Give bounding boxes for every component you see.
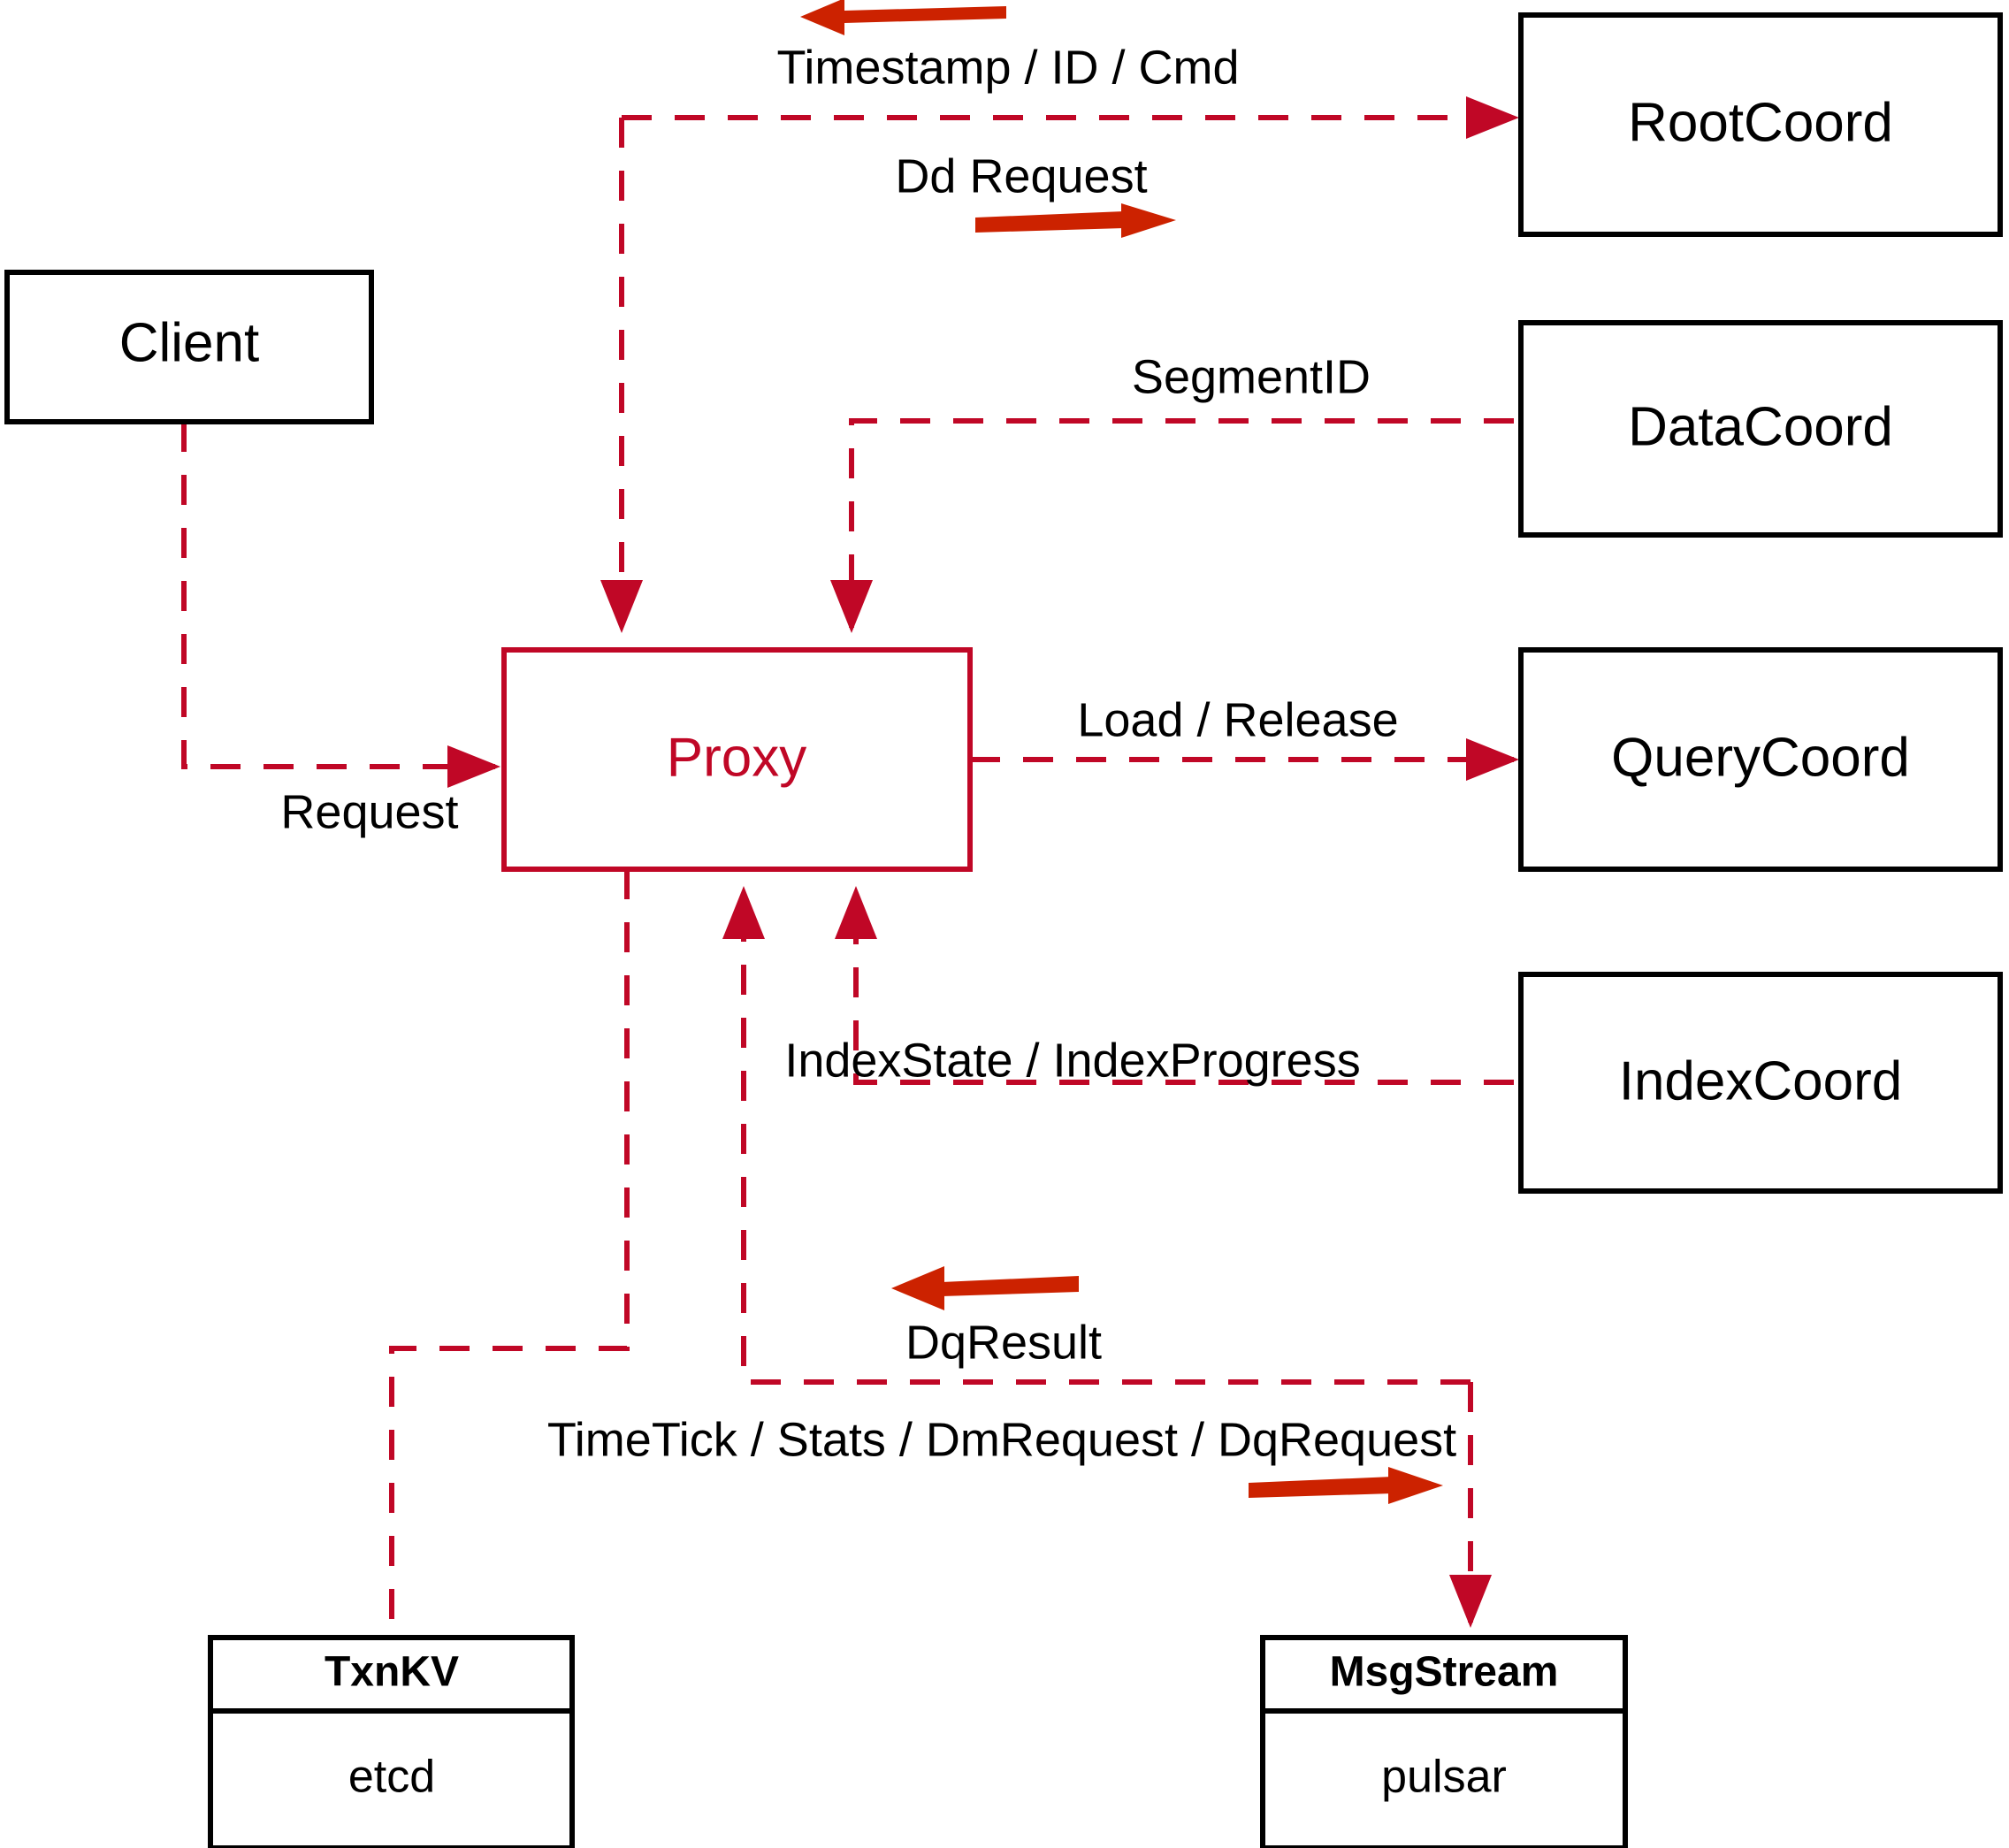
node-query-coord-label: QueryCoord xyxy=(1611,727,1910,788)
node-query-coord[interactable]: QueryCoord xyxy=(1518,647,2003,872)
edge-client-route xyxy=(181,422,500,788)
node-proxy[interactable]: Proxy xyxy=(501,647,973,872)
node-msgstream-sublabel: pulsar xyxy=(1381,1752,1507,1803)
node-txnkv-sublabel: etcd xyxy=(348,1752,435,1803)
edge-label-dq-result: DqResult xyxy=(905,1316,1102,1369)
edge-index-coord-route xyxy=(835,886,1514,1085)
flow-arrow-timetick xyxy=(1249,1467,1443,1504)
edge-label-timetick-stats: TimeTick / Stats / DmRequest / DqRequest xyxy=(547,1413,1456,1466)
edge-label-segment-id: SegmentID xyxy=(1132,350,1371,403)
edge-label-dd-request: Dd Request xyxy=(895,149,1147,202)
edge-label-request: Request xyxy=(280,785,458,838)
node-root-coord-label: RootCoord xyxy=(1628,92,1893,153)
node-client[interactable]: Client xyxy=(4,270,374,424)
edge-label-load-release: Load / Release xyxy=(1077,693,1398,746)
node-proxy-label: Proxy xyxy=(667,727,806,788)
flow-arrow-dq-result xyxy=(891,1266,1079,1310)
node-data-coord-label: DataCoord xyxy=(1628,396,1893,457)
node-index-coord-label: IndexCoord xyxy=(1619,1050,1903,1111)
flow-arrow-dd-request xyxy=(975,203,1176,238)
edge-root-coord-route xyxy=(600,96,1519,633)
node-data-coord[interactable]: DataCoord xyxy=(1518,320,2003,538)
edge-label-timestamp-id-cmd: Timestamp / ID / Cmd xyxy=(776,41,1239,94)
edge-label-index-state-progress: IndexState / IndexProgress xyxy=(784,1034,1360,1087)
node-txnkv[interactable]: TxnKV etcd xyxy=(208,1635,575,1848)
node-txnkv-label: TxnKV xyxy=(325,1649,459,1696)
edge-data-coord-route xyxy=(830,418,1514,633)
edge-dq-result-route xyxy=(722,886,1470,1385)
edge-txnkv-route xyxy=(389,869,630,1638)
node-msgstream-label: MsgStream xyxy=(1330,1649,1559,1696)
flow-arrow-timestamp xyxy=(800,0,1006,35)
node-root-coord[interactable]: RootCoord xyxy=(1518,12,2003,237)
node-client-label: Client xyxy=(119,312,260,373)
node-index-coord[interactable]: IndexCoord xyxy=(1518,972,2003,1194)
node-msgstream[interactable]: MsgStream pulsar xyxy=(1260,1635,1628,1848)
